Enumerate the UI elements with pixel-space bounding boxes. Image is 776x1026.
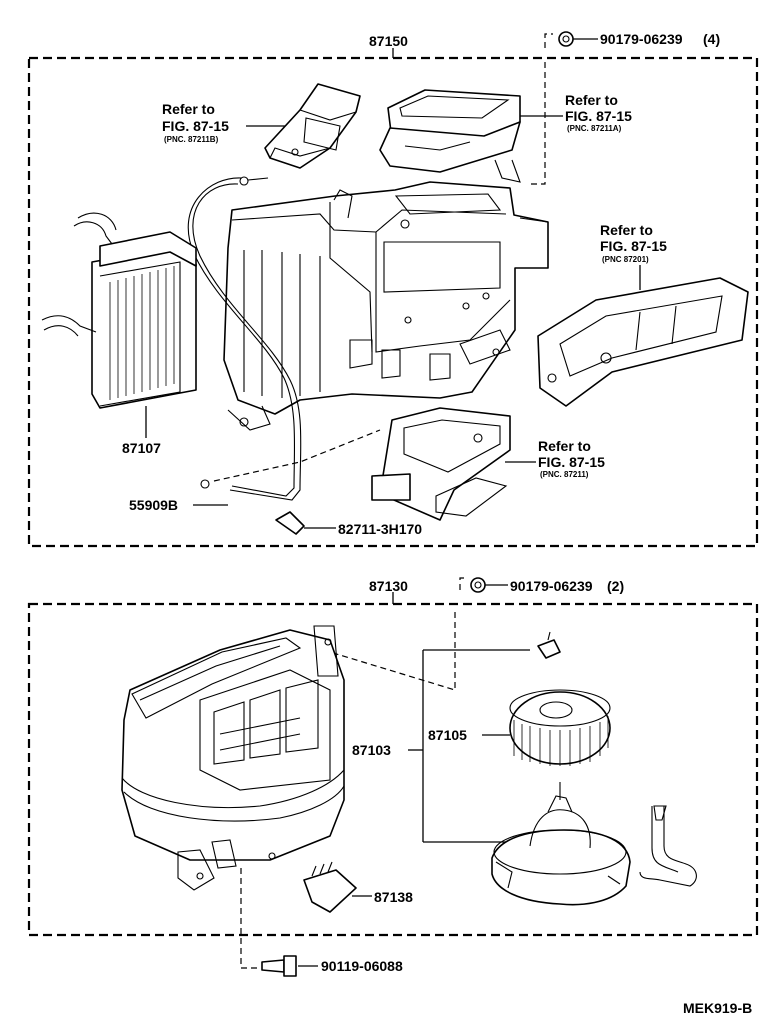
upper-assembly-boundary bbox=[27, 56, 759, 548]
lower-clip-qty: (2) bbox=[607, 578, 624, 594]
screw bbox=[261, 955, 318, 977]
heater-unit-case bbox=[223, 181, 549, 431]
lower-assembly-boundary bbox=[27, 602, 759, 937]
air-duct-right bbox=[537, 277, 749, 407]
refer-right-pnc: (PNC 87201) bbox=[602, 255, 649, 264]
motor-wire-harness bbox=[639, 805, 697, 887]
hose-clamp bbox=[275, 511, 336, 535]
refer-bottom-callout: Refer to FIG. 87-15 (PNC. 87211) bbox=[505, 438, 605, 479]
lower-clip: 90179-06239 (2) bbox=[329, 577, 624, 691]
heater-core-part-number: 87107 bbox=[122, 440, 161, 456]
heater-core-fins bbox=[109, 266, 175, 400]
refer-right-line2: FIG. 87-15 bbox=[600, 238, 667, 254]
refer-right-callout: Refer to FIG. 87-15 (PNC 87201) bbox=[600, 222, 667, 290]
refer-left-callout: Refer to FIG. 87-15 (PNC. 87211B) bbox=[162, 101, 290, 144]
refer-top-right-line2: FIG. 87-15 bbox=[565, 108, 632, 124]
drain-hose bbox=[187, 176, 381, 501]
lower-assembly-part-number: 87130 bbox=[369, 578, 408, 594]
air-duct-upper-middle bbox=[379, 89, 521, 183]
lower-assembly-group: 87130 90179-06239 (2) bbox=[27, 577, 759, 977]
refer-top-right-callout: Refer to FIG. 87-15 (PNC. 87211A) bbox=[520, 92, 632, 133]
blower-housing bbox=[121, 625, 345, 969]
refer-top-right-pnc: (PNC. 87211A) bbox=[567, 124, 622, 133]
refer-left-line1: Refer to bbox=[162, 101, 215, 117]
clip-icon bbox=[558, 31, 574, 47]
air-duct-lower bbox=[371, 407, 511, 521]
refer-bottom-pnc: (PNC. 87211) bbox=[540, 470, 589, 479]
motor-clip bbox=[537, 631, 561, 659]
upper-clip-part-number: 90179-06239 bbox=[600, 31, 683, 47]
refer-bottom-line2: FIG. 87-15 bbox=[538, 454, 605, 470]
refer-right-line1: Refer to bbox=[600, 222, 653, 238]
hose-part-number: 55909B bbox=[129, 497, 178, 513]
fan-part-number: 87105 bbox=[428, 727, 467, 743]
upper-assembly-group: 87150 90179-06239 (4) Refer to FIG. 87-1… bbox=[27, 31, 759, 548]
heater-core bbox=[41, 212, 197, 438]
motor-assembly-part-number: 87103 bbox=[352, 742, 391, 758]
blower-resistor bbox=[303, 861, 372, 913]
refer-left-line2: FIG. 87-15 bbox=[162, 118, 229, 134]
blower-fan bbox=[482, 689, 611, 766]
blower-motor bbox=[491, 782, 631, 906]
motor-assembly-bracket bbox=[408, 649, 530, 843]
refer-bottom-line1: Refer to bbox=[538, 438, 591, 454]
screw-part-number: 90119-06088 bbox=[321, 958, 403, 974]
upper-assembly-part-number: 87150 bbox=[369, 33, 408, 49]
figure-code: MEK919-B bbox=[683, 1000, 752, 1016]
upper-clip: 90179-06239 (4) bbox=[530, 31, 720, 185]
clip-icon bbox=[470, 577, 486, 593]
clamp-part-number: 82711-3H170 bbox=[338, 521, 422, 537]
upper-clip-qty: (4) bbox=[703, 31, 720, 47]
air-duct-upper-left bbox=[264, 83, 361, 169]
refer-top-right-line1: Refer to bbox=[565, 92, 618, 108]
refer-left-pnc: (PNC. 87211B) bbox=[164, 135, 219, 144]
resistor-part-number: 87138 bbox=[374, 889, 413, 905]
lower-clip-part-number: 90179-06239 bbox=[510, 578, 593, 594]
